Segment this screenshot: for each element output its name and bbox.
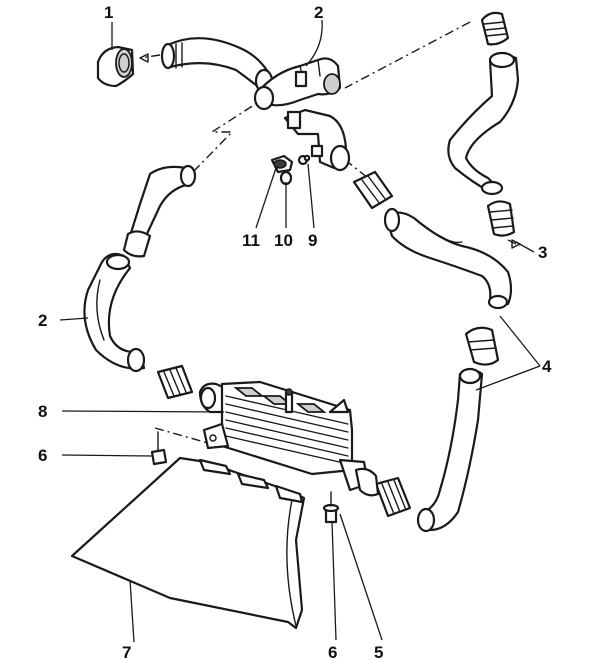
callout-2-top: 2 — [314, 3, 323, 22]
left-long-hose — [83, 164, 197, 373]
callout-6-left: 6 — [38, 446, 47, 465]
callout-5: 5 — [374, 643, 383, 660]
bolt-washer-part — [322, 491, 340, 524]
upper-left-hose — [160, 37, 274, 94]
tee-housing-part — [253, 57, 351, 172]
right-upper-hose — [447, 11, 520, 237]
callout-4: 4 — [542, 357, 552, 376]
callout-7: 7 — [122, 643, 131, 660]
intercooler-part — [198, 380, 380, 497]
callout-9: 9 — [308, 231, 317, 250]
right-lower-hose — [416, 326, 500, 533]
callout-8: 8 — [38, 402, 47, 421]
coupling-sleeve-mid — [352, 170, 394, 210]
callout-2-left: 2 — [38, 311, 47, 330]
callout-labels: 1 2 3 2 4 8 6 7 6 5 11 10 9 — [38, 3, 552, 660]
callout-10: 10 — [274, 231, 293, 250]
leader-lines — [59, 19, 541, 643]
coupling-sleeve-lower-right — [374, 476, 412, 518]
callout-1: 1 — [104, 3, 113, 22]
callout-11: 11 — [242, 231, 260, 250]
elbow-connector-part — [96, 45, 135, 88]
sensor-assembly-part — [270, 154, 311, 186]
bolt-part-left — [150, 431, 168, 466]
middle-right-hose — [383, 207, 513, 310]
callout-6-bottom: 6 — [328, 643, 337, 660]
direction-arrows — [139, 53, 521, 249]
callout-3: 3 — [538, 243, 547, 262]
air-duct-shroud-part — [70, 456, 306, 630]
coupling-sleeve-left — [156, 364, 194, 400]
